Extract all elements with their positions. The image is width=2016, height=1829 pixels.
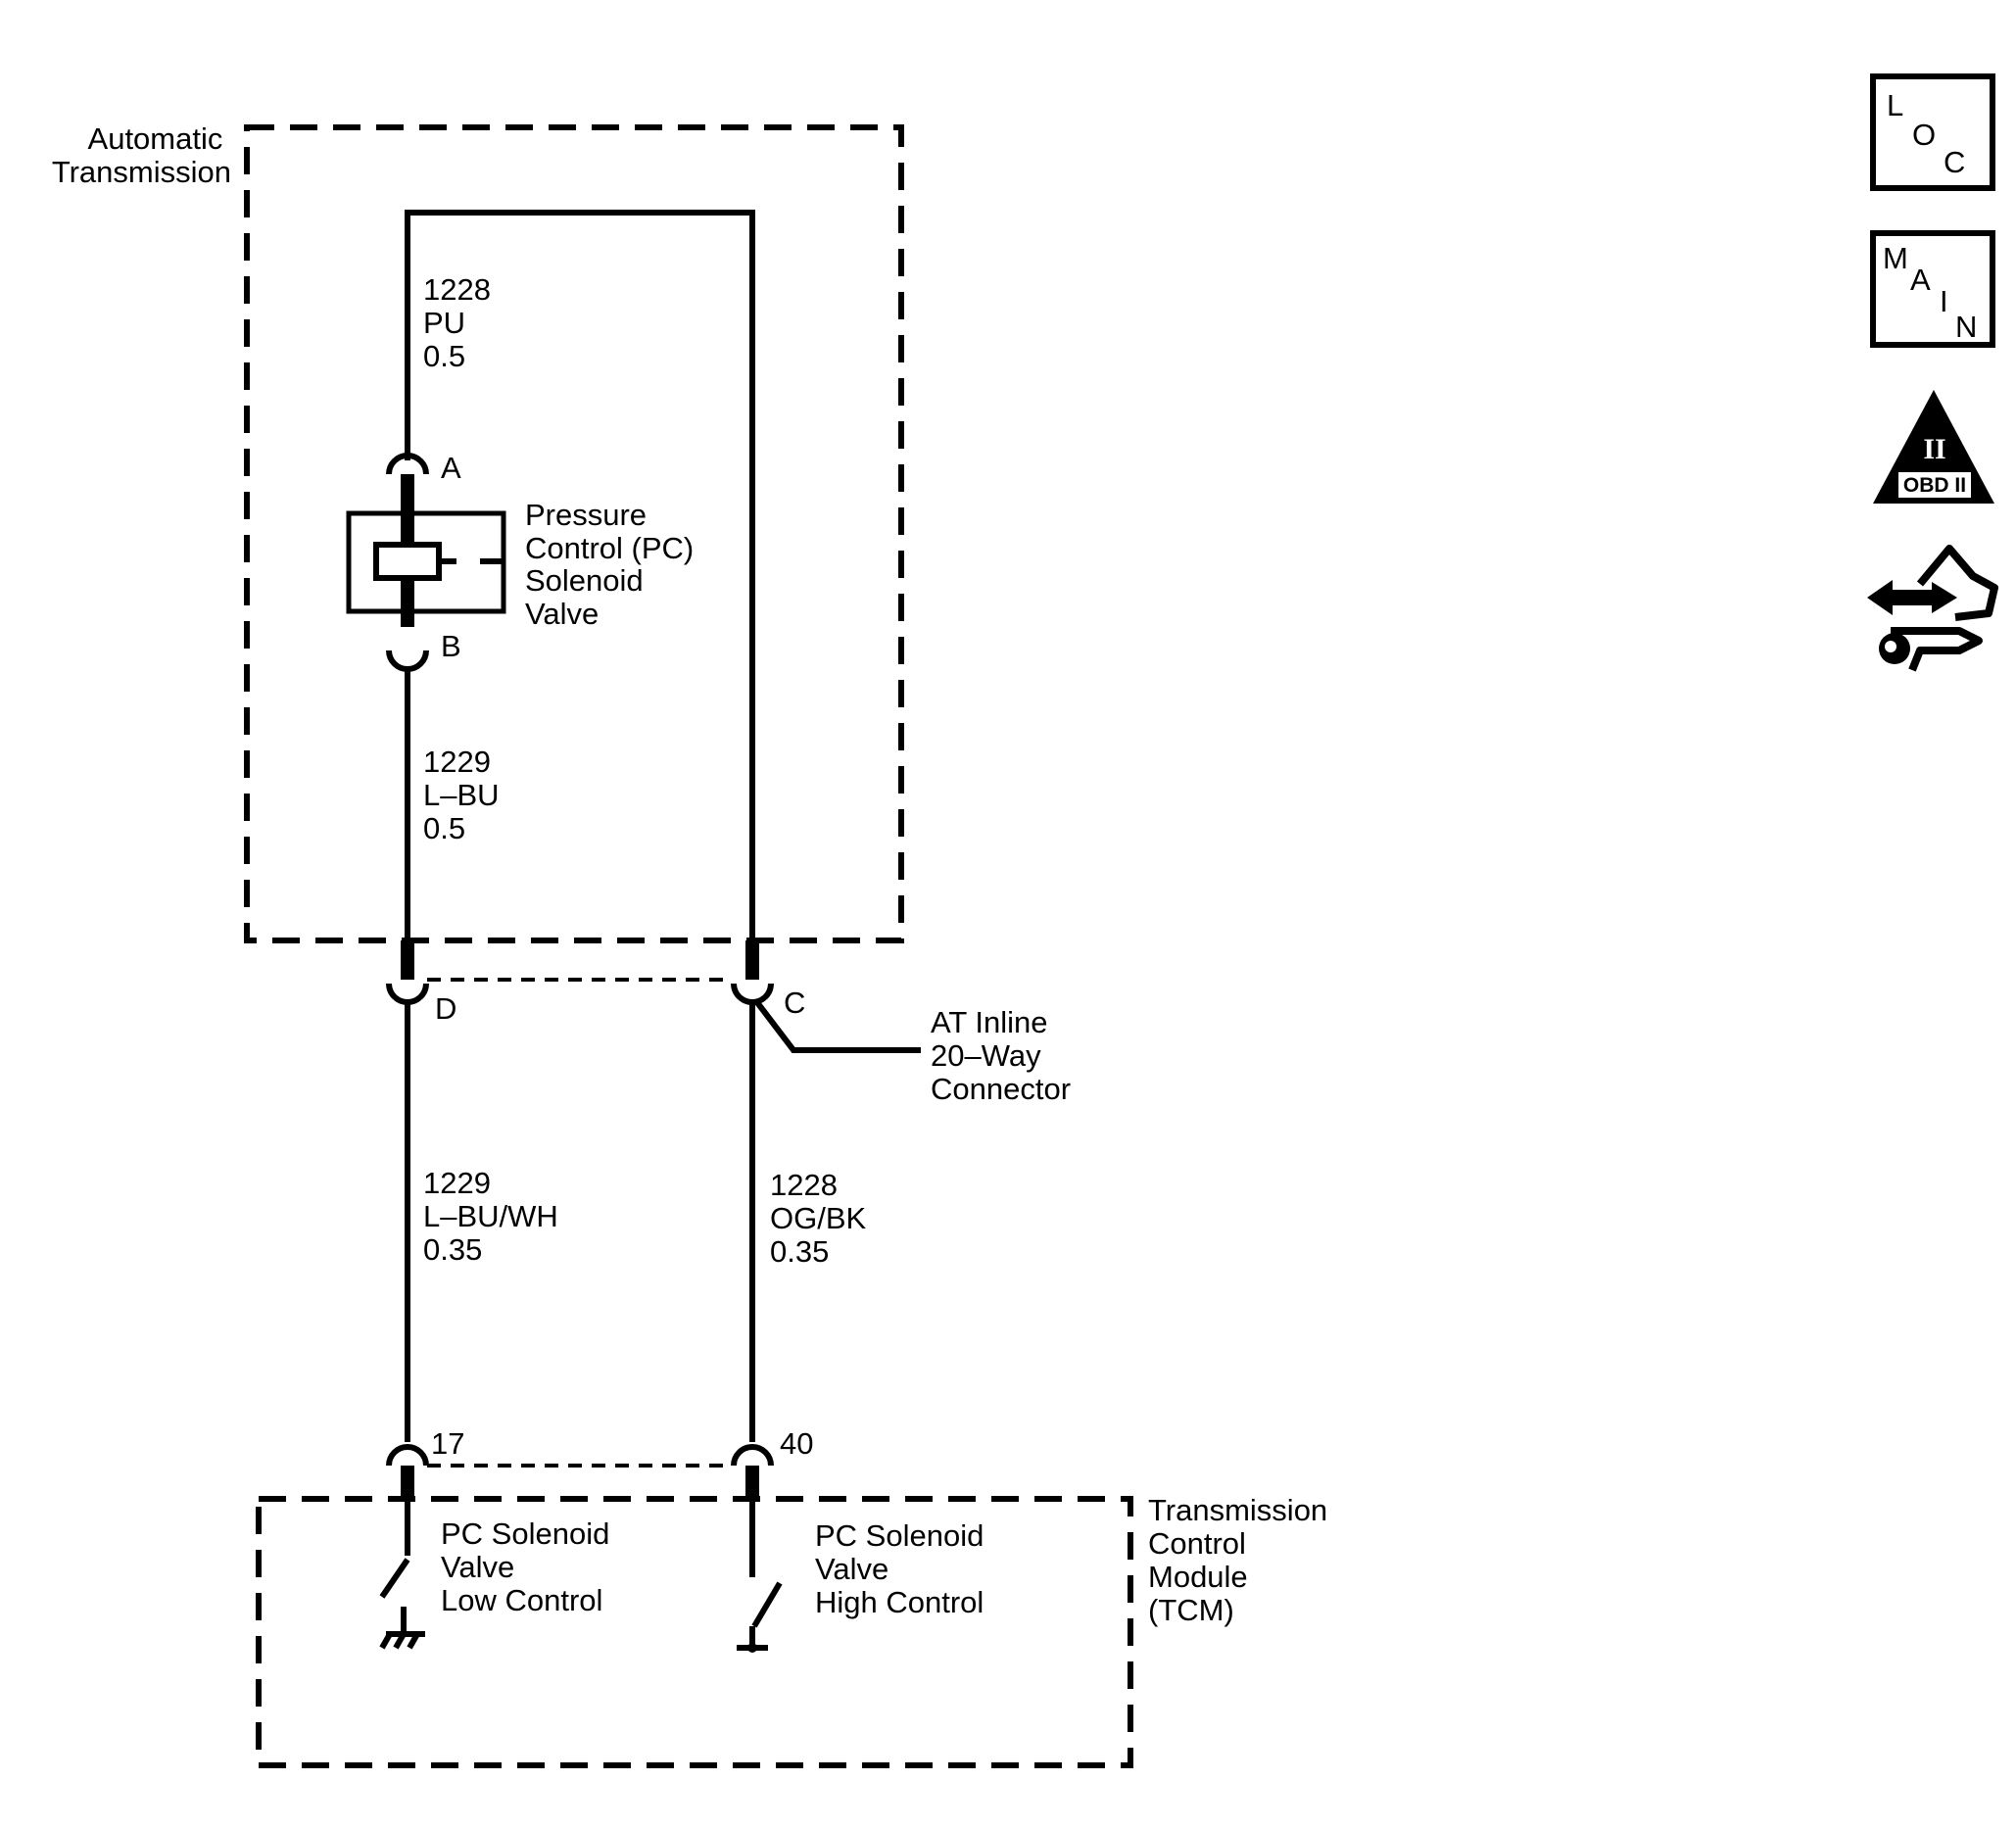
- pin-40-label: 40: [780, 1426, 813, 1461]
- main-icon[interactable]: M A I N: [1870, 230, 1995, 348]
- svg-text:L: L: [1887, 88, 1903, 122]
- svg-text:C: C: [1944, 145, 1965, 179]
- pin-d-label: D: [435, 991, 456, 1026]
- pin-17-label: 17: [431, 1426, 464, 1461]
- pin-c-label: C: [784, 986, 805, 1020]
- pc-solenoid-valve-label: Pressure Control (PC) Solenoid Valve: [525, 498, 702, 631]
- pc-solenoid-valve: [346, 510, 506, 627]
- wire-1229-l-bu-label: 1229 L–BU 0.5: [423, 745, 507, 845]
- at-inline-connector: [386, 940, 921, 1053]
- pin-b-label: B: [441, 629, 461, 663]
- tcm-box: [256, 1496, 1133, 1768]
- svg-text:M: M: [1883, 241, 1908, 275]
- tcm-label: Transmission Control Module (TCM): [1148, 1493, 1336, 1627]
- wire-1229-l-bu-wh-label: 1229 L–BU/WH 0.35: [423, 1166, 566, 1267]
- svg-text:II: II: [1923, 433, 1945, 465]
- obd-ii-icon[interactable]: OBD II II: [1873, 390, 1994, 504]
- svg-text:I: I: [1940, 284, 1948, 318]
- service-hand-wrench-icon[interactable]: [1867, 545, 1998, 672]
- wire-1228-pu-label: 1228 PU 0.5: [423, 272, 500, 373]
- pin-a-connector: [386, 453, 429, 511]
- svg-text:OBD II: OBD II: [1903, 474, 1966, 497]
- high-control-switch: [737, 1499, 783, 1653]
- tcm-connector: [386, 1444, 774, 1499]
- low-control-label: PC Solenoid Valve Low Control: [441, 1516, 618, 1617]
- wire-1228-og-bk-label: 1228 OG/BK 0.35: [770, 1168, 875, 1269]
- automatic-transmission-box: [244, 124, 904, 943]
- svg-text:O: O: [1912, 118, 1936, 152]
- automatic-transmission-label: Automatic Transmission: [52, 121, 231, 189]
- high-control-label: PC Solenoid Valve High Control: [815, 1518, 992, 1619]
- at-inline-connector-label: AT Inline 20–Way Connector: [931, 1005, 1071, 1106]
- low-control-switch: [379, 1499, 425, 1650]
- svg-text:A: A: [1910, 263, 1931, 297]
- svg-text:N: N: [1955, 310, 1977, 344]
- wire-1228-loop: [405, 210, 755, 940]
- loc-icon[interactable]: L O C: [1870, 73, 1995, 191]
- pin-a-label: A: [441, 451, 461, 485]
